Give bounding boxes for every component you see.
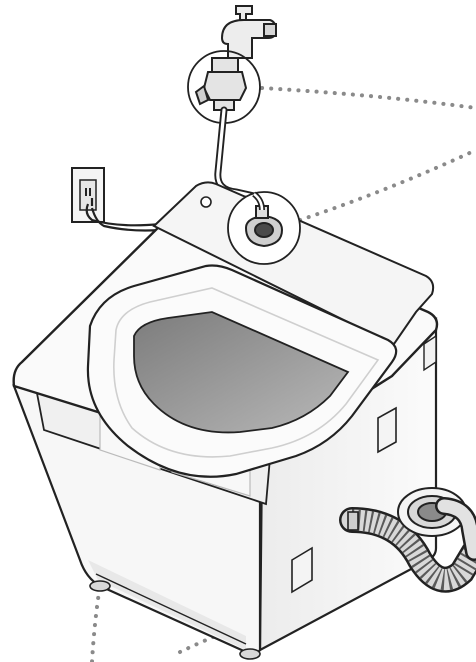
- hose-clamp: [348, 512, 358, 530]
- water-tap-icon: [222, 6, 276, 58]
- rear-knob: [201, 197, 211, 207]
- callout-line-inlet: [300, 150, 476, 220]
- tap-connector-icon: [196, 58, 246, 110]
- callout-line-tap: [262, 88, 476, 108]
